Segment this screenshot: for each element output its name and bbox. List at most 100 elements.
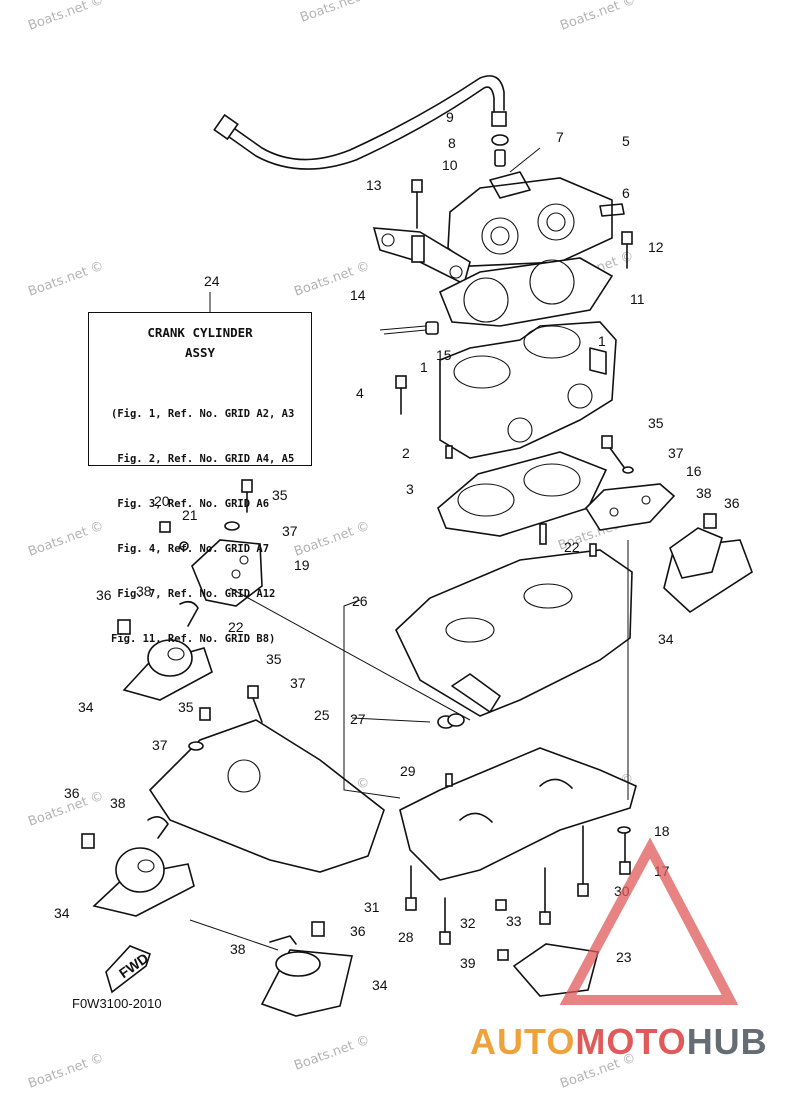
watermark-text: Boats.net © (26, 1051, 106, 1092)
legend-line: Fig. 3, Ref. No. GRID A6 (111, 498, 270, 510)
front-mount-bracket (584, 483, 676, 531)
callout-label: 33 (506, 913, 522, 929)
callout-label: 36 (64, 785, 80, 801)
engine-mount-left-upper (117, 600, 213, 701)
callout-label: 22 (228, 619, 244, 635)
crankcase-bolts (405, 825, 631, 945)
cylinder-head (447, 171, 625, 267)
callout-label: 34 (658, 631, 674, 647)
crankcase-upper (395, 523, 633, 717)
callout-label: 37 (282, 523, 298, 539)
legend-line: Fig. 7, Ref. No. GRID A12 (111, 588, 276, 600)
watermark-text: Boats.net © (292, 519, 372, 560)
main-bearing (437, 713, 465, 729)
coolant-hose (213, 75, 507, 170)
cylinder-block (439, 321, 617, 459)
legend-box: CRANK CYLINDER ASSY (Fig. 1, Ref. No. GR… (88, 312, 312, 645)
callout-label: 26 (352, 593, 368, 609)
callout-label: 38 (696, 485, 712, 501)
callout-label: 9 (446, 109, 454, 125)
legend-references: (Fig. 1, Ref. No. GRID A2, A3 Fig. 2, Re… (111, 377, 294, 677)
callout-label: 13 (366, 177, 382, 193)
callout-label: 14 (350, 287, 366, 303)
callout-label: 15 (436, 347, 452, 363)
callout-label: 31 (364, 899, 380, 915)
callout-label: 35 (272, 487, 288, 503)
watermark-text: Boats.net © (26, 259, 106, 300)
callout-label: 36 (96, 587, 112, 603)
crankcase-lower (399, 747, 637, 881)
base-gasket (437, 451, 608, 537)
legend-line: (Fig. 1, Ref. No. GRID A2, A3 (111, 408, 295, 420)
callout-label: 12 (648, 239, 664, 255)
long-bolt (379, 321, 439, 335)
brand-part-moto: MOTO (575, 1021, 687, 1062)
callout-label: 38 (136, 583, 152, 599)
callout-label: 29 (400, 763, 416, 779)
dowel-pin (445, 445, 453, 459)
callout-label: 18 (654, 823, 670, 839)
callout-label: 1 (598, 333, 606, 349)
hose-fittings (491, 134, 541, 173)
engine-mount-right (663, 513, 753, 614)
callout-label: 11 (630, 291, 645, 307)
callout-label: 37 (668, 445, 684, 461)
callout-label: 8 (448, 135, 456, 151)
callout-label: 28 (398, 929, 414, 945)
brand-triangle-logo (559, 837, 739, 1005)
mount-bolt-right (601, 435, 634, 474)
legend-title: CRANK CYLINDER ASSY (147, 325, 253, 360)
callout-label: 37 (290, 675, 306, 691)
intermediate-housing (148, 685, 385, 873)
legend-line: Fig. 2, Ref. No. GRID A4, A5 (111, 453, 295, 465)
callout-label: 23 (616, 949, 632, 965)
fwd-arrow: FWD (105, 945, 151, 994)
callout-label: 19 (294, 557, 310, 573)
callout-label: 35 (178, 699, 194, 715)
watermark-text: Boats.net © (298, 0, 378, 26)
engine-mount-bottom (260, 921, 353, 1017)
callout-label: 39 (460, 955, 476, 971)
callout-label: 35 (266, 651, 282, 667)
callout-label: 1 (420, 359, 428, 375)
engine-mount-left-lower (81, 816, 195, 917)
rear-mount-bracket (159, 479, 263, 607)
legend-ref-number: 24 (204, 273, 220, 289)
callout-label: 34 (54, 905, 70, 921)
callout-label: 16 (686, 463, 702, 479)
callout-layer: 1123456789101112131415161718192021222223… (54, 109, 740, 993)
legend-line: Fig. 4, Ref. No. GRID A7 (111, 543, 270, 555)
callout-label: 37 (152, 737, 168, 753)
head-gasket (438, 257, 614, 327)
callout-label: 38 (230, 941, 246, 957)
callout-label: 22 (564, 539, 580, 555)
callout-label: 35 (648, 415, 664, 431)
watermark-text: Boats.net © (292, 1033, 372, 1074)
callout-label: 36 (724, 495, 740, 511)
figure-code: F0W3100-2010 (72, 996, 162, 1011)
callout-label: 21 (182, 507, 198, 523)
callout-label: 10 (442, 157, 458, 173)
callout-label: 7 (556, 129, 564, 145)
callout-label: 36 (350, 923, 366, 939)
callout-label: 2 (402, 445, 410, 461)
callout-label: 3 (406, 481, 414, 497)
watermark-text: Boats.net © (26, 519, 106, 560)
brand-wordmark: AUTOMOTOHUB (470, 1022, 768, 1062)
callout-label: 6 (622, 185, 630, 201)
callout-label: 25 (314, 707, 330, 723)
leader-lines (189, 540, 629, 951)
callout-label: 5 (622, 133, 630, 149)
callout-label: 20 (154, 493, 170, 509)
callout-label: 38 (110, 795, 126, 811)
callout-label: 27 (350, 711, 366, 727)
cylinder-bolt (395, 375, 407, 415)
watermark-text: Boats.net © (558, 0, 638, 34)
brand-part-hub: HUB (686, 1021, 768, 1062)
callout-label: 34 (372, 977, 388, 993)
callout-label: 32 (460, 915, 476, 931)
brand-part-auto: AUTO (470, 1021, 576, 1062)
callout-label: 34 (78, 699, 94, 715)
watermark-text: Boats.net © (26, 0, 106, 34)
